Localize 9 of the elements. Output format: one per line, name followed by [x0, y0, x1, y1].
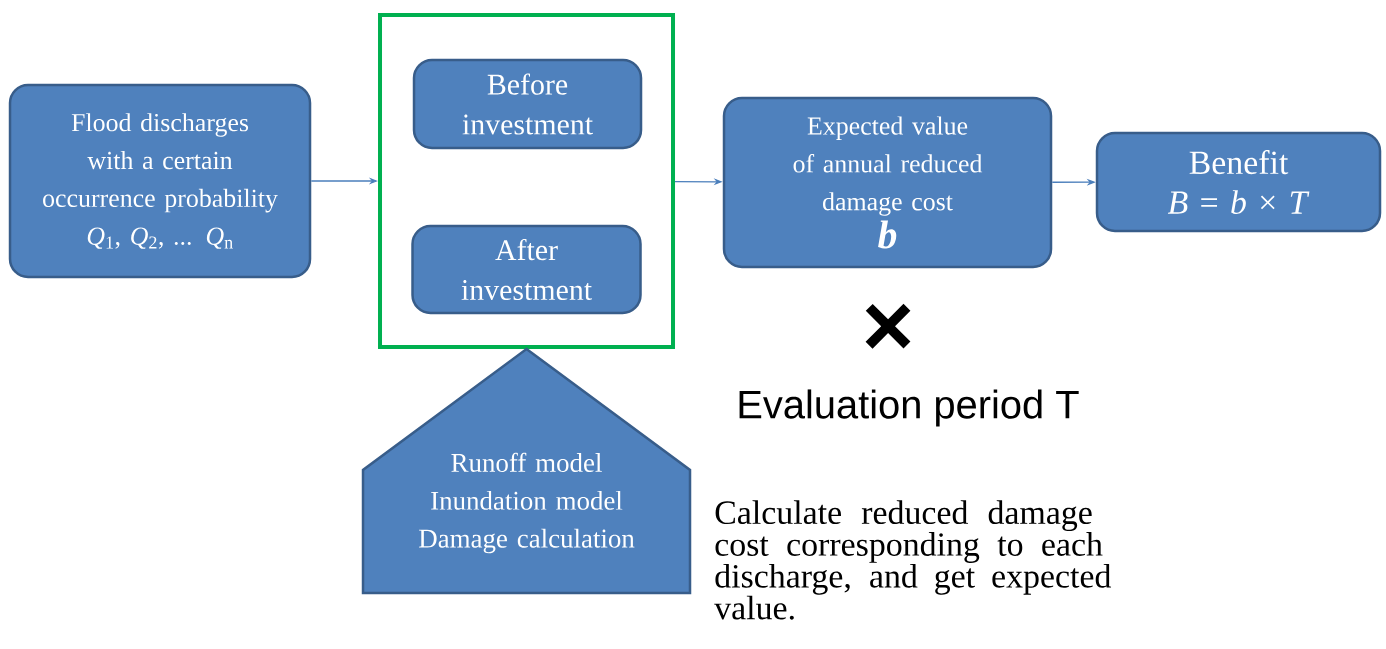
process-box: After investment	[411, 224, 642, 315]
note-text: Calculate reduced damage cost corresponding to each discharge, and get expected value.	[714, 500, 1112, 620]
process-box: Before investment	[412, 58, 643, 150]
cross-symbol: ×	[865, 303, 911, 349]
process-box: Flood discharges with a certain occurrence probability Q$_{1}$, Q$_{2}$, ... Q$_{n}$	[8, 83, 312, 279]
process-box: Expected value of annual reduced damage cost b	[722, 96, 1053, 269]
group-frame	[378, 13, 675, 349]
result-box: Benefit B = b × T	[1095, 131, 1382, 233]
caption-text: Evaluation period T	[739, 389, 1079, 427]
